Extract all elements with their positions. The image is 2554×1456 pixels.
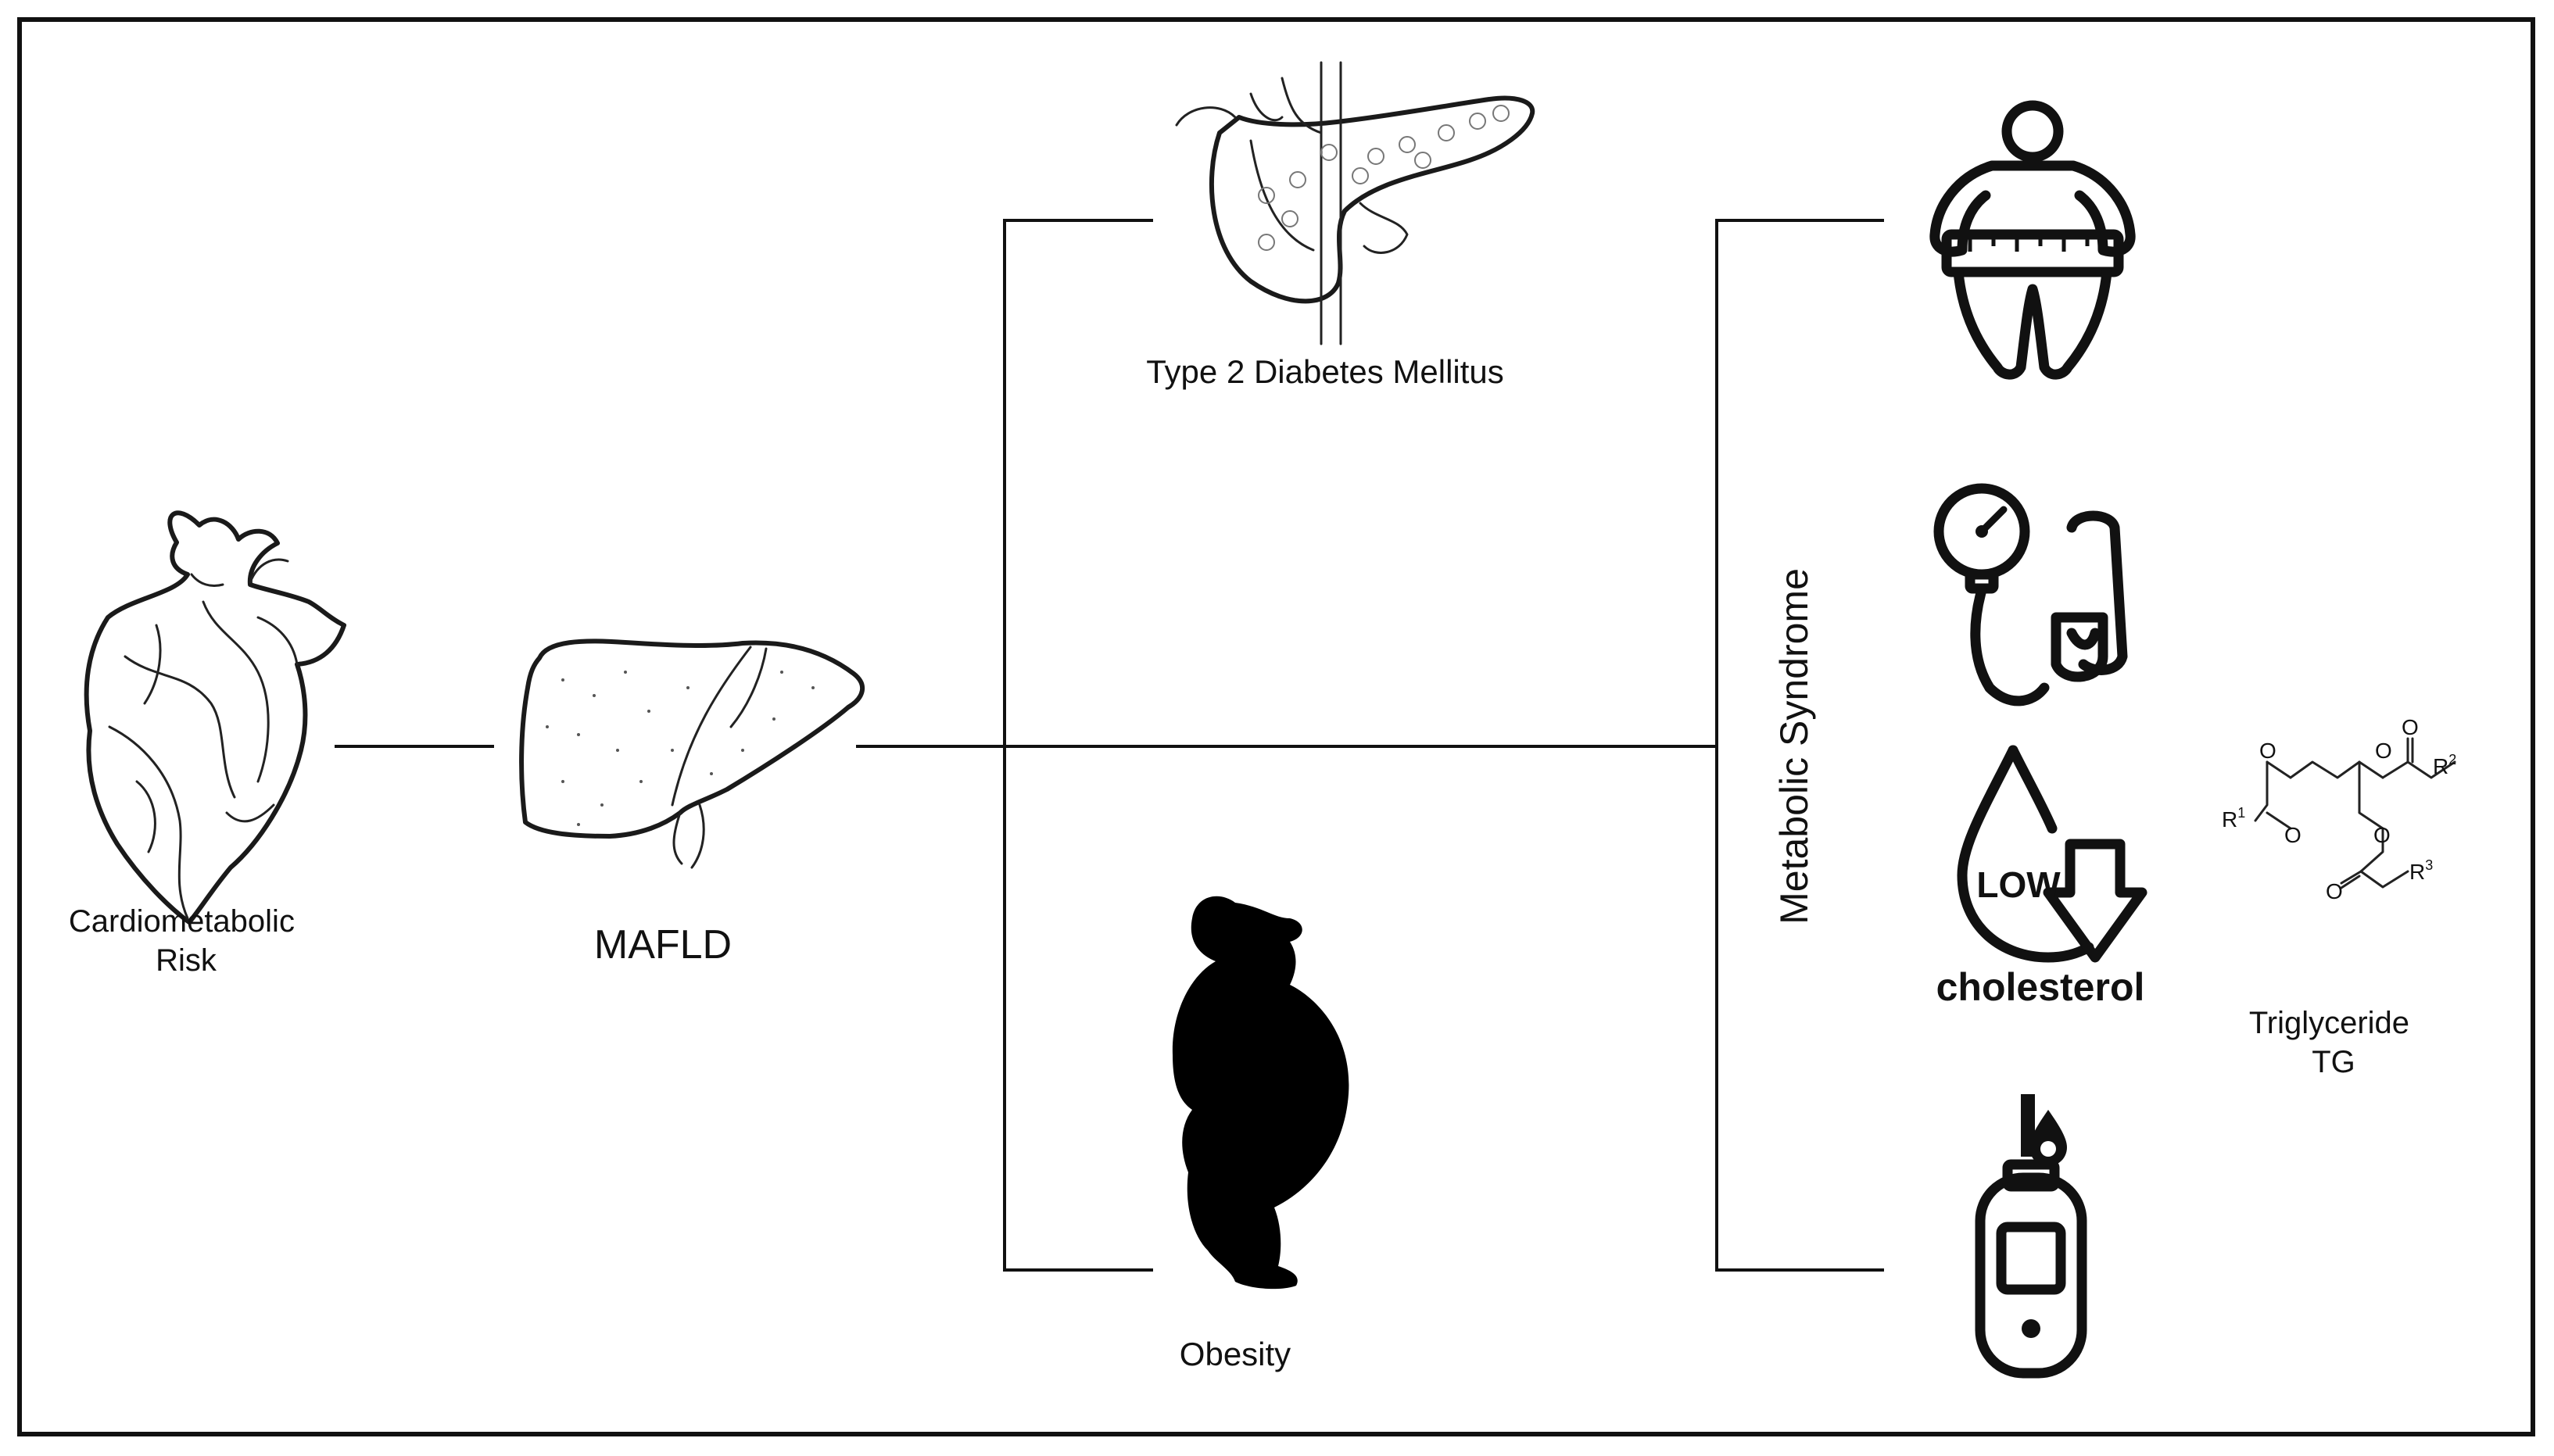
blood-pressure-icon: [1933, 483, 2128, 707]
obese-silhouette-icon: [1172, 896, 1349, 1290]
r1-letter: R: [2222, 807, 2237, 832]
type2-diabetes-label: Type 2 Diabetes Mellitus: [1146, 353, 1504, 390]
r2-group: R2: [2433, 752, 2456, 778]
mafld-label: MAFLD: [594, 922, 732, 968]
atom-o-4: O: [2284, 823, 2301, 847]
frame-border: [17, 17, 2535, 1436]
cardiometabolic-risk-line-2: Risk: [156, 943, 217, 978]
r2-sup: 2: [2448, 752, 2456, 767]
r2-letter: R: [2433, 754, 2448, 778]
waist-measure-icon: [1929, 100, 2136, 380]
cardiometabolic-risk-label: Cardiometabolic Risk: [69, 904, 303, 978]
triglyceride-structure-icon: O O O O O O R2 R1 R3: [2222, 715, 2456, 903]
obesity-label: Obesity: [1180, 1336, 1291, 1372]
r3-group: R3: [2409, 857, 2433, 884]
tape-ticks: [1968, 234, 2090, 252]
pancreas-icon: [1175, 61, 1535, 345]
r3-letter: R: [2409, 860, 2425, 884]
r1-group: R1: [2222, 805, 2245, 832]
bracket-left: [1003, 219, 1153, 1272]
r3-sup: 3: [2425, 857, 2433, 873]
atom-o-3: O: [2402, 715, 2419, 739]
atom-o-5: O: [2373, 823, 2391, 847]
triglyceride-label: Triglyceride TG: [2249, 1006, 2418, 1079]
glucometer-icon: [1975, 1094, 2087, 1379]
r1-sup: 1: [2237, 805, 2245, 821]
liver-stipple: [546, 671, 815, 826]
bracket-right: [1715, 219, 1884, 1272]
cholesterol-word: cholesterol: [1936, 965, 2145, 1009]
heart-icon: [84, 510, 346, 925]
triglyceride-line-1: Triglyceride: [2249, 1006, 2409, 1040]
atom-o-1: O: [2259, 739, 2276, 763]
connectors: [335, 219, 1884, 1272]
cardiometabolic-risk-line-1: Cardiometabolic: [69, 904, 295, 939]
low-badge: LOW: [1976, 864, 2061, 905]
low-cholesterol-icon: LOW cholesterol: [1936, 745, 2147, 1009]
pancreas-texture: [1258, 105, 1510, 251]
triglyceride-atoms: O O O O O O R2 R1 R3: [2222, 715, 2456, 903]
metabolic-syndrome-label: Metabolic Syndrome: [1772, 568, 1816, 925]
triglyceride-line-2: TG: [2312, 1045, 2355, 1079]
atom-o-2: O: [2375, 739, 2392, 763]
atom-o-6: O: [2326, 879, 2343, 903]
liver-icon: [519, 639, 865, 869]
